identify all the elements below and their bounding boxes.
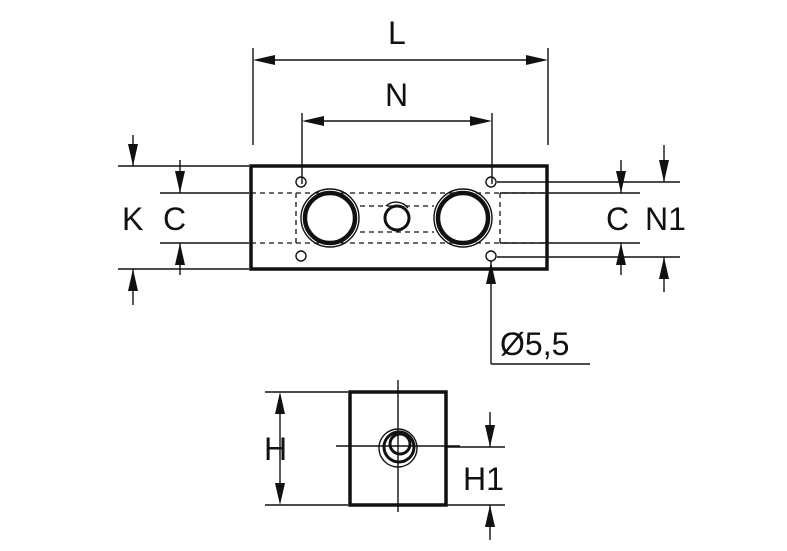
mounting-hole [485, 250, 497, 262]
label-C-right: C [606, 201, 629, 237]
label-H: H [264, 431, 287, 467]
mounting-hole [295, 250, 307, 262]
label-C-left: C [163, 201, 186, 237]
dimension-H1: H1 [446, 412, 505, 540]
dimension-K: K [118, 135, 249, 305]
diameter-leader: Ø5,5 [486, 261, 590, 365]
label-diameter: Ø5,5 [500, 326, 569, 362]
dimension-N: N [301, 77, 493, 184]
port-left [300, 188, 360, 248]
label-N: N [385, 77, 408, 113]
dimension-N1: N1 [497, 145, 686, 292]
mounting-hole [295, 176, 307, 188]
dimension-H: H [264, 391, 348, 506]
mounting-hole [485, 176, 497, 188]
center-port [383, 201, 411, 232]
side-view [336, 380, 460, 512]
port-right [433, 188, 493, 248]
label-N1: N1 [645, 201, 686, 237]
dimension-L: L [252, 15, 549, 145]
block-outline [249, 164, 549, 271]
label-K: K [122, 201, 143, 237]
top-view [249, 164, 549, 271]
label-L: L [388, 15, 406, 51]
label-H1: H1 [463, 461, 504, 497]
dimension-C-right: C [500, 160, 640, 275]
dimension-C-left: C [160, 160, 249, 275]
